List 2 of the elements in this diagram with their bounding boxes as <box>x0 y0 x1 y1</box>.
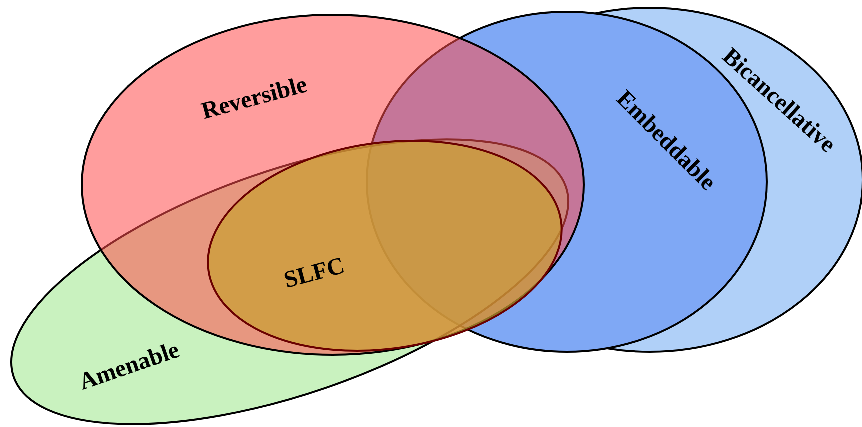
set-label: Reversible <box>199 72 310 126</box>
set-label: SLFC <box>282 253 348 294</box>
